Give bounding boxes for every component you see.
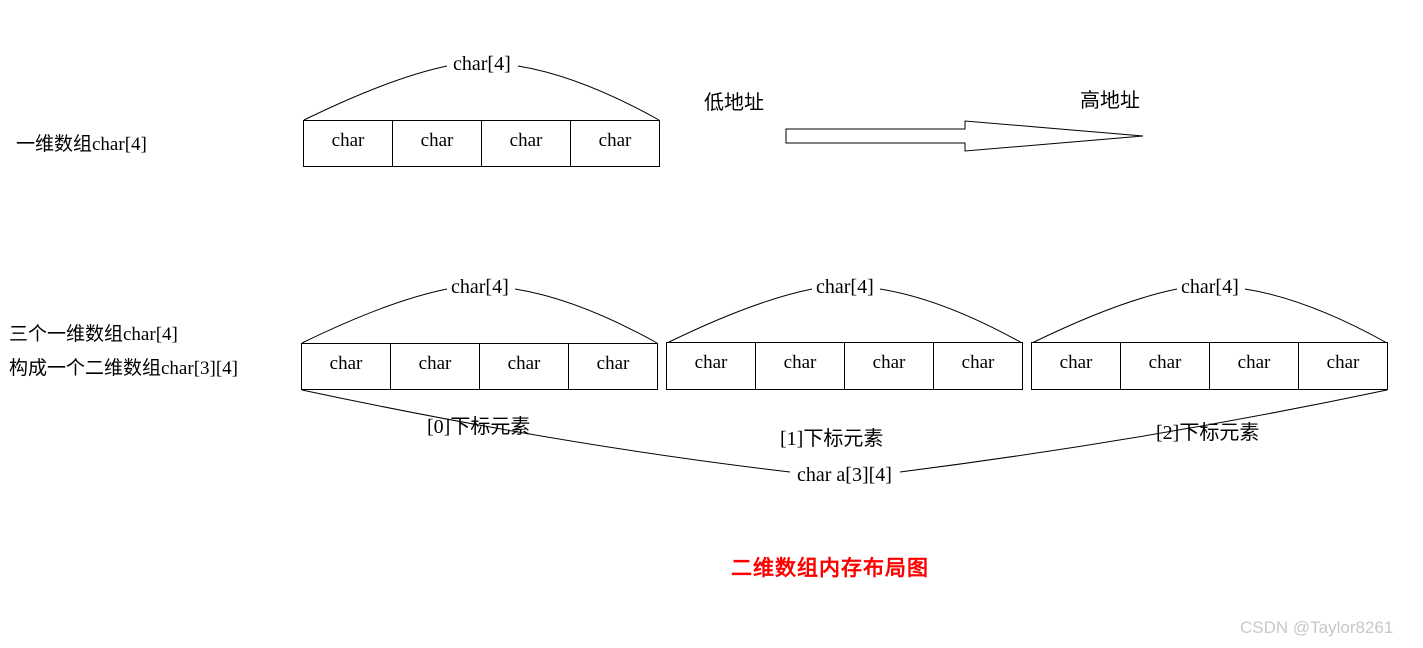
array-cell: char xyxy=(1121,343,1210,389)
address-arrow xyxy=(785,120,1144,152)
array-cell: char xyxy=(391,344,480,389)
one-dim-array: char char char char xyxy=(303,120,660,167)
array-cell: char xyxy=(1210,343,1299,389)
brace-whole-right xyxy=(899,389,1388,473)
array-cell: char xyxy=(393,121,482,166)
brace-sub-2 xyxy=(1031,288,1178,344)
array-cell: char xyxy=(596,353,630,374)
brace-sub-1 xyxy=(666,288,813,344)
array-cell: char xyxy=(667,343,756,389)
sub-array-2-index-label: [2]下标元素 xyxy=(1156,422,1260,444)
watermark: CSDN @Taylor8261 xyxy=(1240,618,1394,637)
low-address-label: 低地址 xyxy=(704,92,764,114)
array-cell: char xyxy=(482,121,571,166)
sub-array-2-brace-label: char[4] xyxy=(1179,276,1241,298)
array-cell: char xyxy=(845,343,934,389)
two-dim-row-label-line1: 三个一维数组char[4] xyxy=(9,324,178,345)
high-address-label: 高地址 xyxy=(1080,90,1140,112)
sub-array-1-brace-label: char[4] xyxy=(814,276,876,298)
brace-one-dim-right xyxy=(517,65,660,121)
sub-array-2: char char char char xyxy=(1031,342,1388,390)
array-cell: char xyxy=(304,121,393,166)
sub-array-0-brace-label: char[4] xyxy=(449,276,511,298)
sub-array-1: char char char char xyxy=(666,342,1023,390)
one-dim-row-label: 一维数组char[4] xyxy=(16,134,147,155)
whole-array-label: char a[3][4] xyxy=(795,464,894,486)
array-cell: char xyxy=(961,352,995,373)
sub-array-1-index-label: [1]下标元素 xyxy=(780,428,884,450)
diagram-caption: 二维数组内存布局图 xyxy=(731,556,929,580)
array-cell: char xyxy=(1326,352,1360,373)
brace-whole-left xyxy=(301,389,791,473)
array-cell: char xyxy=(302,344,391,389)
brace-one-dim xyxy=(303,65,448,121)
sub-array-0-index-label: [0]下标元素 xyxy=(427,416,531,438)
array-cell: char xyxy=(1032,343,1121,389)
array-cell: char xyxy=(756,343,845,389)
array-cell: char xyxy=(598,130,632,151)
brace-sub-0 xyxy=(301,288,448,344)
brace-sub-0-right xyxy=(514,288,658,344)
sub-array-0: char char char char xyxy=(301,343,658,390)
two-dim-row-label-line2: 构成一个二维数组char[3][4] xyxy=(9,358,239,379)
brace-sub-2-right xyxy=(1244,288,1388,344)
array-cell: char xyxy=(480,344,569,389)
brace-sub-1-right xyxy=(879,288,1023,344)
one-dim-brace-label: char[4] xyxy=(451,53,513,75)
